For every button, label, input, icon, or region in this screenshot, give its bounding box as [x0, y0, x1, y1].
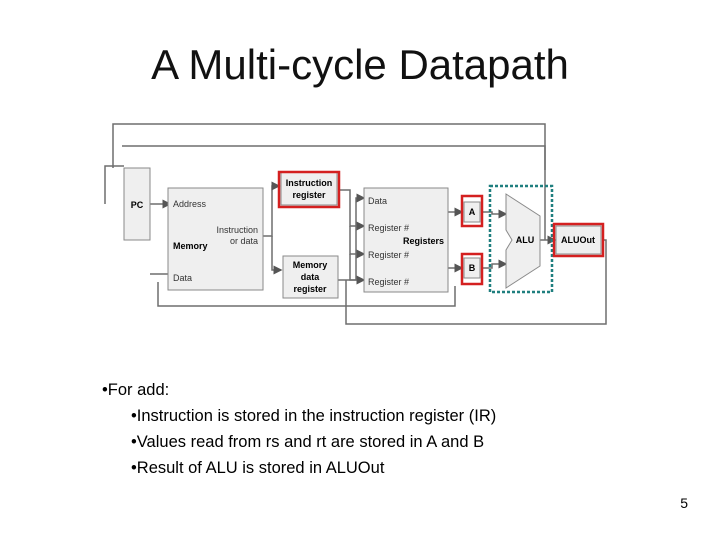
memory-ordata-label: or data	[230, 236, 258, 246]
mdr-label-line3: register	[293, 284, 327, 294]
bullet-main: •For add:	[102, 380, 169, 400]
bullet-marker: •	[131, 433, 137, 451]
bullet-main-text: For add:	[107, 381, 170, 399]
pc-register: PC	[123, 167, 151, 241]
register-a-label: A	[469, 207, 476, 217]
ir-label-line2: register	[292, 190, 326, 200]
aluout-register: ALUOut	[552, 222, 605, 258]
bullet-item: •Instruction is stored in the instructio…	[131, 406, 496, 426]
registers-regnum3-label: Register #	[368, 277, 409, 287]
mdr-label-line2: data	[301, 272, 321, 282]
ir-highlight	[277, 170, 341, 209]
registers-name-label: Registers	[403, 236, 444, 246]
register-b-highlight	[460, 252, 484, 286]
aluout-highlight	[552, 222, 605, 258]
instruction-register: Instruction register	[277, 170, 341, 209]
bullet-item: •Values read from rs and rt are stored i…	[131, 432, 484, 452]
slide-number: 5	[680, 495, 688, 511]
register-a: A	[460, 194, 484, 228]
registers-regnum1-label: Register #	[368, 223, 409, 233]
memory-unit: Address Instruction or data Memory Data	[167, 187, 264, 291]
alu: ALU	[488, 184, 554, 294]
aluout-label: ALUOut	[561, 235, 595, 245]
bullet-marker: •	[131, 407, 137, 425]
ir-label-line1: Instruction	[286, 178, 333, 188]
bullet-item: •Result of ALU is stored in ALUOut	[131, 458, 384, 478]
memory-name-label: Memory	[173, 241, 208, 251]
register-b-label: B	[469, 263, 476, 273]
slide-title: A Multi-cycle Datapath	[151, 41, 569, 88]
registers-data-label: Data	[368, 196, 387, 206]
bullet-item-text: Values read from rs and rt are stored in…	[136, 433, 485, 451]
register-file: Data Register # Registers Register # Reg…	[363, 187, 449, 293]
register-b: B	[460, 252, 484, 286]
pc-label: PC	[131, 200, 144, 210]
bullet-marker: •	[102, 381, 108, 399]
registers-regnum2-label: Register #	[368, 250, 409, 260]
memory-data-label: Data	[173, 273, 192, 283]
alu-highlight	[488, 184, 554, 294]
mdr-label-line1: Memory	[293, 260, 328, 270]
bullet-marker: •	[131, 459, 137, 477]
alu-label: ALU	[516, 235, 535, 245]
bullet-item-text: Result of ALU is stored in ALUOut	[136, 459, 385, 477]
bullet-item-text: Instruction is stored in the instruction…	[136, 407, 497, 425]
memory-data-register: Memory data register	[282, 255, 339, 299]
memory-instruction-label: Instruction	[216, 225, 258, 235]
memory-address-label: Address	[173, 199, 207, 209]
datapath-wires	[104, 123, 607, 325]
register-a-highlight	[460, 194, 484, 228]
